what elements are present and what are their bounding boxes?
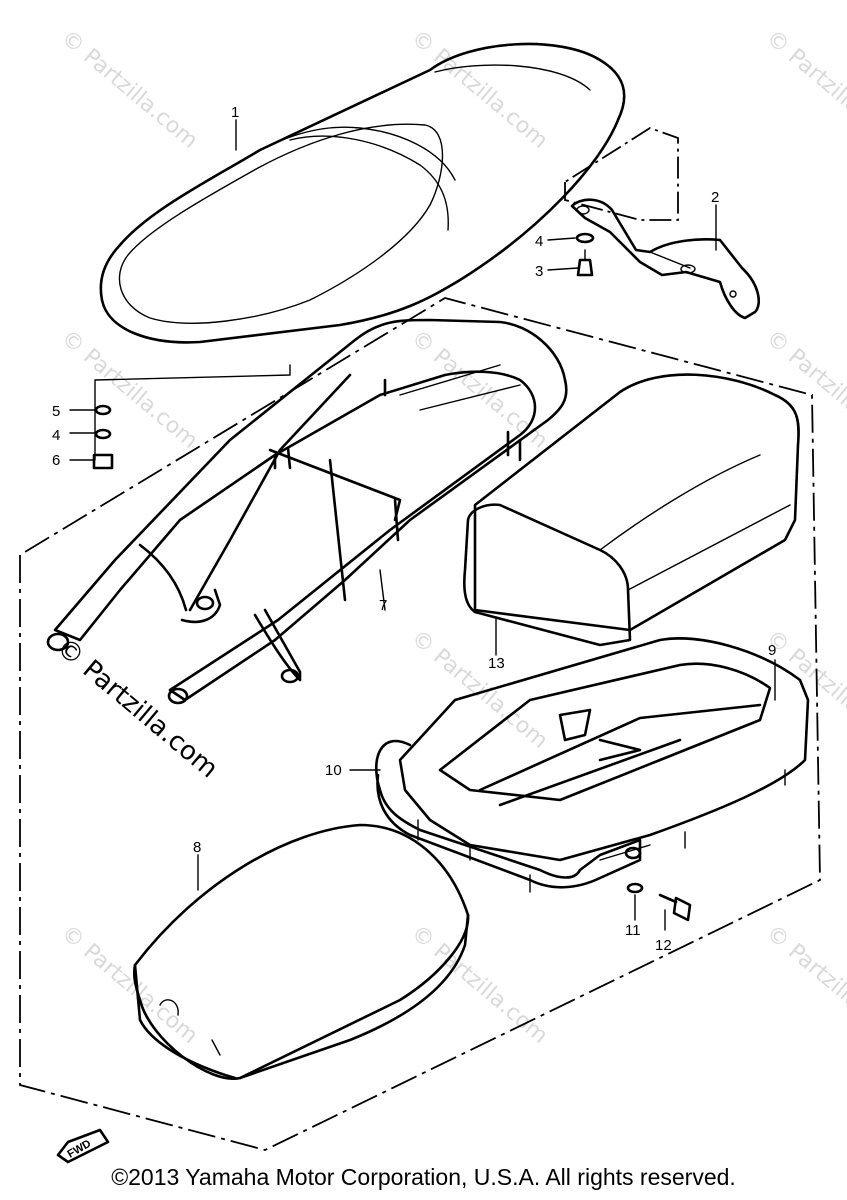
- watermark: © Partzilla.com: [56, 920, 202, 1048]
- callouts: 1 2 3 4 4 5 6 7 8 9 10 11 12 13: [52, 104, 776, 954]
- callout-11: 11: [625, 922, 641, 939]
- bolt-and-washer: [575, 232, 595, 277]
- callout-4: 4: [535, 233, 543, 250]
- callout-10: 10: [325, 762, 342, 779]
- watermark: © Partzilla.com: [56, 325, 202, 453]
- watermark: © Partzilla.com: [761, 25, 847, 153]
- callout-1: 1: [231, 104, 239, 121]
- watermark-dark: © Partzilla.com: [51, 632, 224, 784]
- callout-2: 2: [711, 189, 719, 206]
- callout-5: 5: [52, 403, 60, 420]
- dual-seat: [99, 42, 626, 344]
- callout-3: 3: [535, 263, 543, 280]
- watermark: © Partzilla.com: [761, 920, 847, 1048]
- callout-7: 7: [379, 597, 387, 614]
- callout-9: 9: [768, 642, 776, 659]
- group-frame: [19, 127, 821, 1151]
- rack-bolt: [626, 882, 692, 922]
- watermark: © Partzilla.com: [406, 920, 552, 1048]
- watermark: © Partzilla.com: [56, 25, 202, 153]
- copyright-notice: ©2013 Yamaha Motor Corporation, U.S.A. A…: [111, 1164, 736, 1190]
- seat-frame: [46, 318, 568, 705]
- carrier-rack: [375, 637, 810, 893]
- callout-4b: 4: [52, 427, 60, 444]
- callout-12: 12: [655, 937, 672, 954]
- callout-6: 6: [52, 452, 60, 469]
- fwd-arrow: FWD: [56, 1128, 110, 1164]
- callout-13: 13: [488, 655, 505, 672]
- watermark: © Partzilla.com: [761, 325, 847, 453]
- watermark: © Partzilla.com: [406, 625, 552, 753]
- solo-seat: [132, 823, 470, 1081]
- leader-lines: [69, 119, 776, 931]
- washers-and-nut: [92, 404, 114, 470]
- single-seat: [463, 373, 800, 647]
- callout-8: 8: [193, 839, 201, 856]
- seat-bracket: [570, 198, 761, 320]
